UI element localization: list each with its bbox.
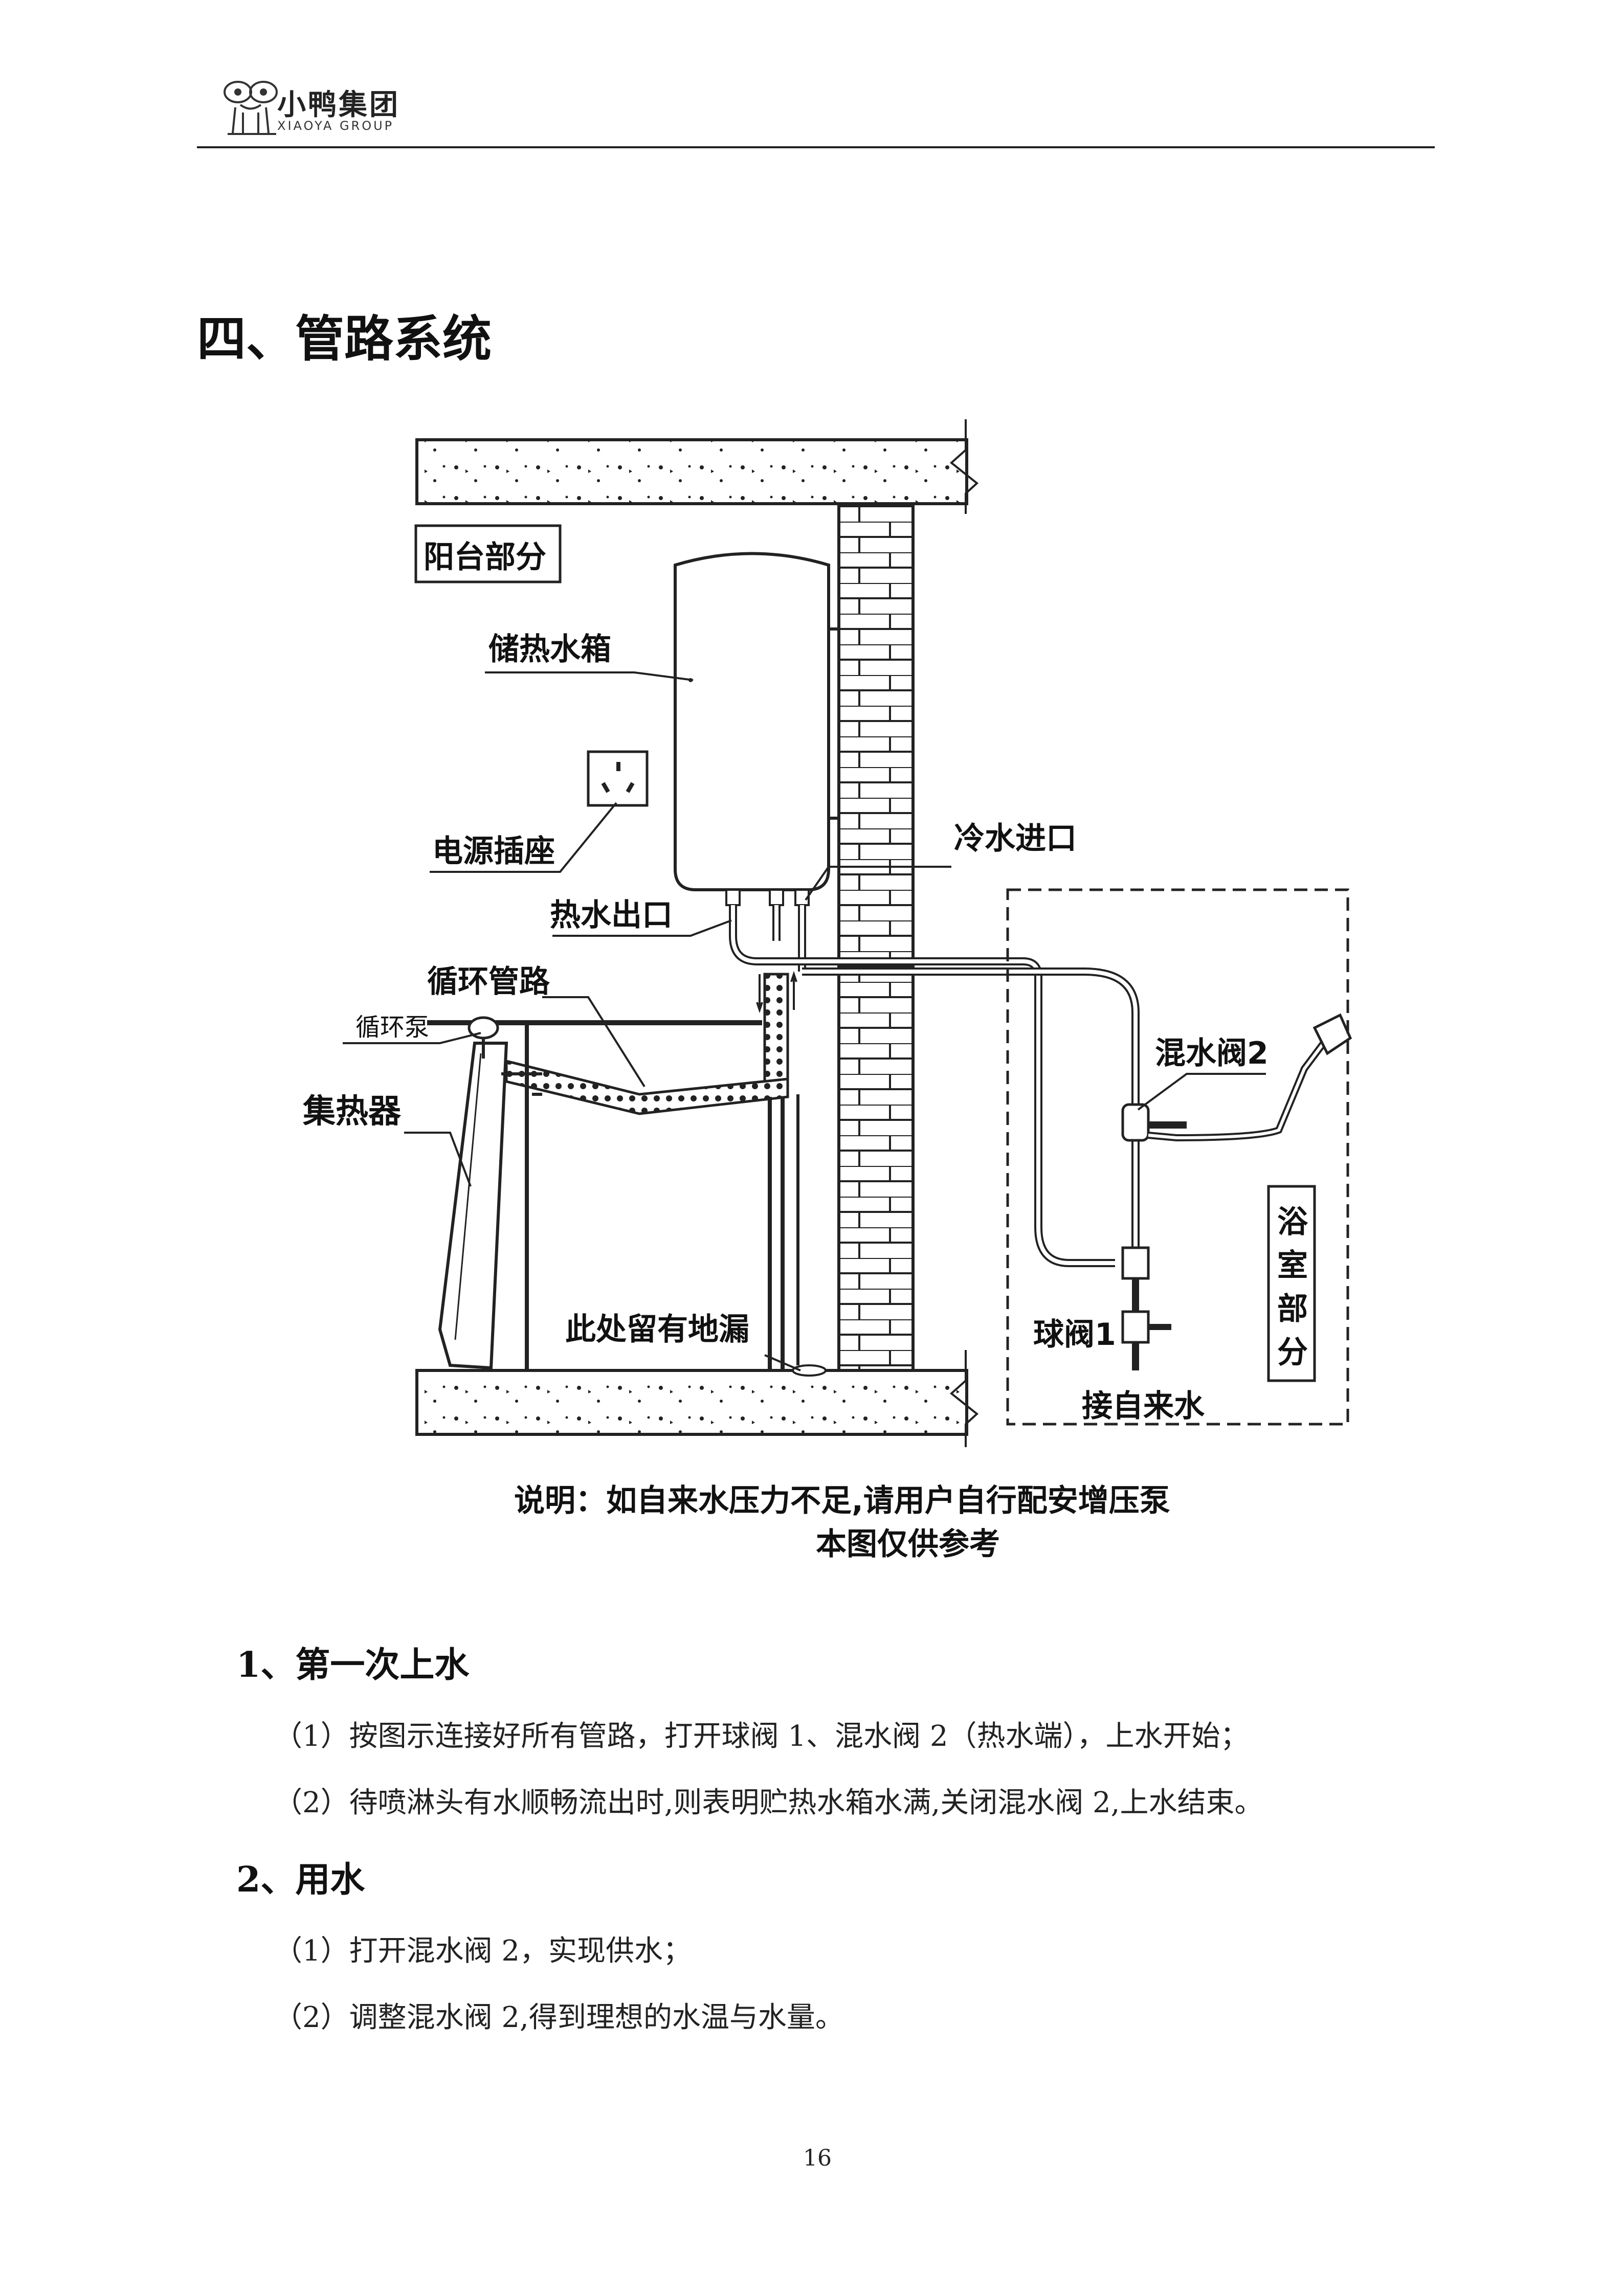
- balcony-label-box: [414, 524, 562, 583]
- paragraph: （2）待喷淋头有水顺畅流出时,则表明贮热水箱水满,关闭混水阀 2,上水结束。: [274, 1786, 1263, 1819]
- label-power-socket: 电源插座: [432, 834, 555, 869]
- solar-collector: [438, 1042, 508, 1370]
- label-hot-outlet: 热水出口: [550, 897, 673, 933]
- label-circulation-pump: 循环泵: [355, 1013, 429, 1042]
- subsection-first-fill: 1、第一次上水: [236, 1645, 470, 1685]
- duck-mascot-icon: [224, 81, 278, 135]
- diagram-note-reference: 本图仅供参考: [816, 1526, 1000, 1562]
- label-bathroom-char: 室: [1277, 1248, 1308, 1284]
- label-bathroom-char: 部: [1277, 1291, 1308, 1327]
- subsection-water-use: 2、用水: [236, 1859, 365, 1900]
- brand-name: 小鸭集团: [277, 88, 400, 122]
- header-divider: [197, 146, 1435, 148]
- label-storage-tank: 储热水箱: [488, 632, 611, 667]
- label-circulation-pipe: 循环管路: [427, 964, 550, 1000]
- label-cold-inlet: 冷水进口: [954, 821, 1077, 857]
- label-ball-valve: 球阀1: [1033, 1317, 1116, 1353]
- section-title: 四、管路系统: [197, 310, 492, 368]
- ceiling-slab: [415, 438, 968, 505]
- paragraph: （1）打开混水阀 2，实现供水；: [274, 1934, 692, 1968]
- label-tap-water: 接自来水: [1082, 1388, 1205, 1424]
- floor-drain: [792, 1364, 827, 1377]
- circulation-riser: [763, 973, 789, 1093]
- bathroom-boundary: [1006, 888, 1349, 1426]
- floor-break-mark: [949, 1350, 979, 1447]
- page-number: 16: [803, 2145, 832, 2171]
- bathroom-label-box: [1267, 1185, 1316, 1382]
- floor-slab: [415, 1369, 968, 1436]
- label-bathroom-char: 浴: [1277, 1204, 1308, 1240]
- ceiling-break-mark: [949, 419, 979, 514]
- label-balcony: 阳台部分: [424, 539, 546, 575]
- storage-tank: [674, 552, 830, 891]
- label-bathroom-char: 分: [1277, 1335, 1308, 1370]
- paragraph: （2）调整混水阀 2,得到理想的水温与水量。: [274, 2001, 844, 2034]
- diagram-note: 说明：如自来水压力不足,请用户自行配安增压泵: [514, 1483, 1170, 1519]
- brand-english-name: XIAOYA GROUP: [277, 119, 394, 133]
- label-collector: 集热器: [302, 1093, 402, 1131]
- brick-wall: [837, 502, 915, 1372]
- mixing-valve: [1121, 1103, 1150, 1142]
- label-floor-drain: 此处留有地漏: [565, 1312, 749, 1347]
- shower-head: [1312, 1013, 1352, 1055]
- paragraph: （1）按图示连接好所有管路，打开球阀 1、混水阀 2（热水端），上水开始；: [274, 1720, 1249, 1753]
- label-mixing-valve: 混水阀2: [1155, 1036, 1269, 1071]
- ball-valve: [1121, 1246, 1150, 1280]
- circulation-pipe: [505, 1059, 789, 1115]
- power-socket: [587, 750, 649, 807]
